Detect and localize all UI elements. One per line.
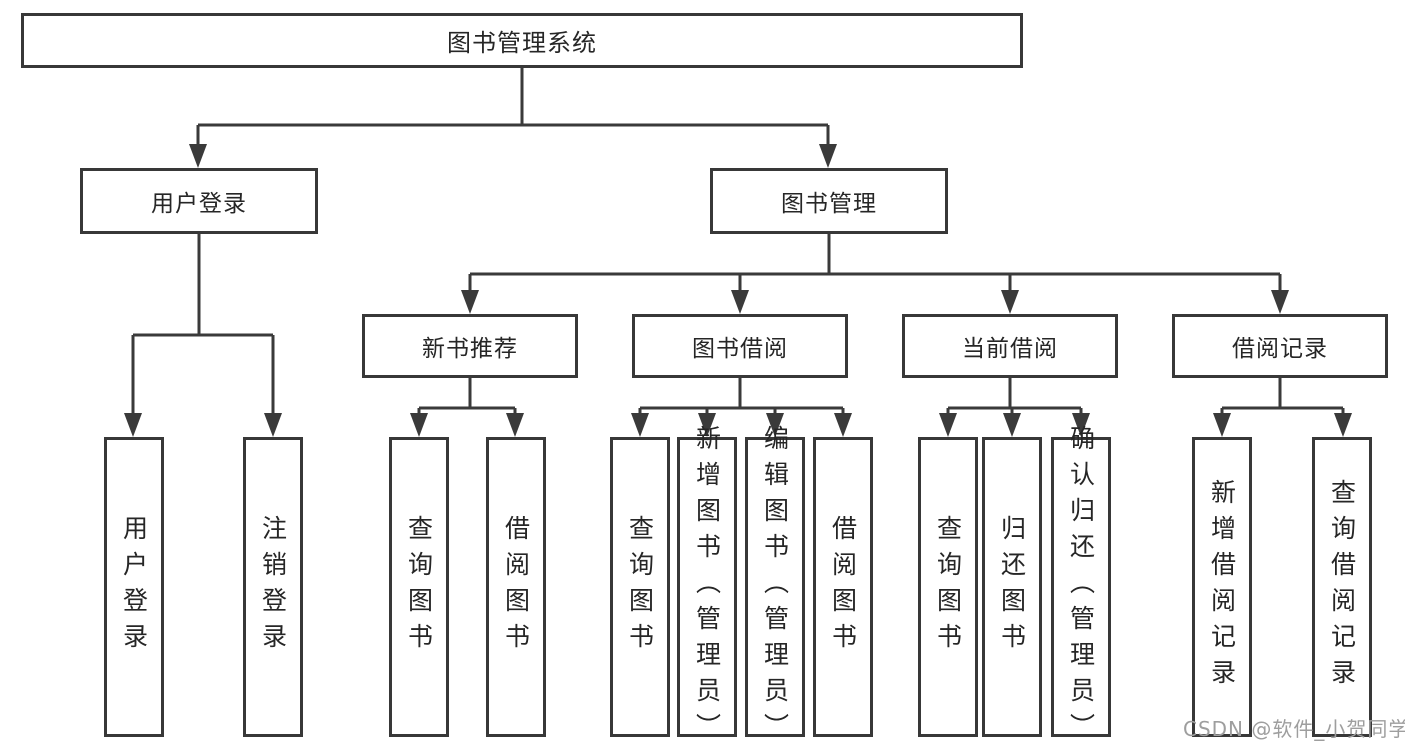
- leaf-logout: 注销登录: [243, 437, 303, 737]
- leaf-add-books-admin: 新增图书（管理员）: [677, 425, 737, 747]
- node-borrow-records: 借阅记录: [1172, 314, 1388, 378]
- node-root: 图书管理系统: [21, 13, 1023, 68]
- leaf-current-query-books: 查询图书: [918, 437, 978, 737]
- leaf-user-login: 用户登录: [104, 437, 164, 737]
- leaf-add-borrow-record: 新增借阅记录: [1192, 437, 1252, 737]
- node-root-label: 图书管理系统: [447, 29, 597, 57]
- leaf-user-login-label: 用户登录: [119, 515, 149, 659]
- leaf-confirm-return-admin: 确认归还（管理员）: [1051, 425, 1111, 747]
- leaf-current-query-books-label: 查询图书: [933, 515, 963, 659]
- node-borrow-records-label: 借阅记录: [1232, 336, 1328, 362]
- leaf-borrow-query-books-label: 查询图书: [625, 515, 655, 659]
- csdn-watermark: CSDN @软件_小贺同学: [1183, 717, 1405, 741]
- leaf-recommend-query-books-label: 查询图书: [404, 515, 434, 659]
- leaf-add-books-admin-label: 新增图书（管理员）: [692, 425, 722, 747]
- leaf-query-borrow-record-label: 查询借阅记录: [1327, 479, 1357, 695]
- leaf-return-books: 归还图书: [982, 437, 1042, 737]
- leaf-confirm-return-admin-label: 确认归还（管理员）: [1066, 425, 1096, 747]
- node-current-borrow-label: 当前借阅: [962, 336, 1058, 362]
- node-current-borrow: 当前借阅: [902, 314, 1118, 378]
- leaf-query-borrow-record: 查询借阅记录: [1312, 437, 1372, 737]
- node-new-book-recommend-label: 新书推荐: [422, 336, 518, 362]
- arrowhead-icons: [124, 144, 1352, 437]
- leaf-recommend-borrow-books-label: 借阅图书: [501, 515, 531, 659]
- node-user-login-label: 用户登录: [151, 191, 247, 217]
- leaf-recommend-borrow-books: 借阅图书: [486, 437, 546, 737]
- leaf-return-books-label: 归还图书: [997, 515, 1027, 659]
- leaf-borrow-books: 借阅图书: [813, 437, 873, 737]
- leaf-recommend-query-books: 查询图书: [389, 437, 449, 737]
- leaf-add-borrow-record-label: 新增借阅记录: [1207, 479, 1237, 695]
- node-new-book-recommend: 新书推荐: [362, 314, 578, 378]
- node-user-login: 用户登录: [80, 168, 318, 234]
- node-book-management-label: 图书管理: [781, 191, 877, 217]
- node-book-borrow-label: 图书借阅: [692, 336, 788, 362]
- node-book-borrow: 图书借阅: [632, 314, 848, 378]
- leaf-borrow-books-label: 借阅图书: [828, 515, 858, 659]
- leaf-borrow-query-books: 查询图书: [610, 437, 670, 737]
- leaf-logout-label: 注销登录: [258, 515, 288, 659]
- leaf-edit-books-admin: 编辑图书（管理员）: [745, 425, 805, 747]
- leaf-edit-books-admin-label: 编辑图书（管理员）: [760, 425, 790, 747]
- node-book-management: 图书管理: [710, 168, 948, 234]
